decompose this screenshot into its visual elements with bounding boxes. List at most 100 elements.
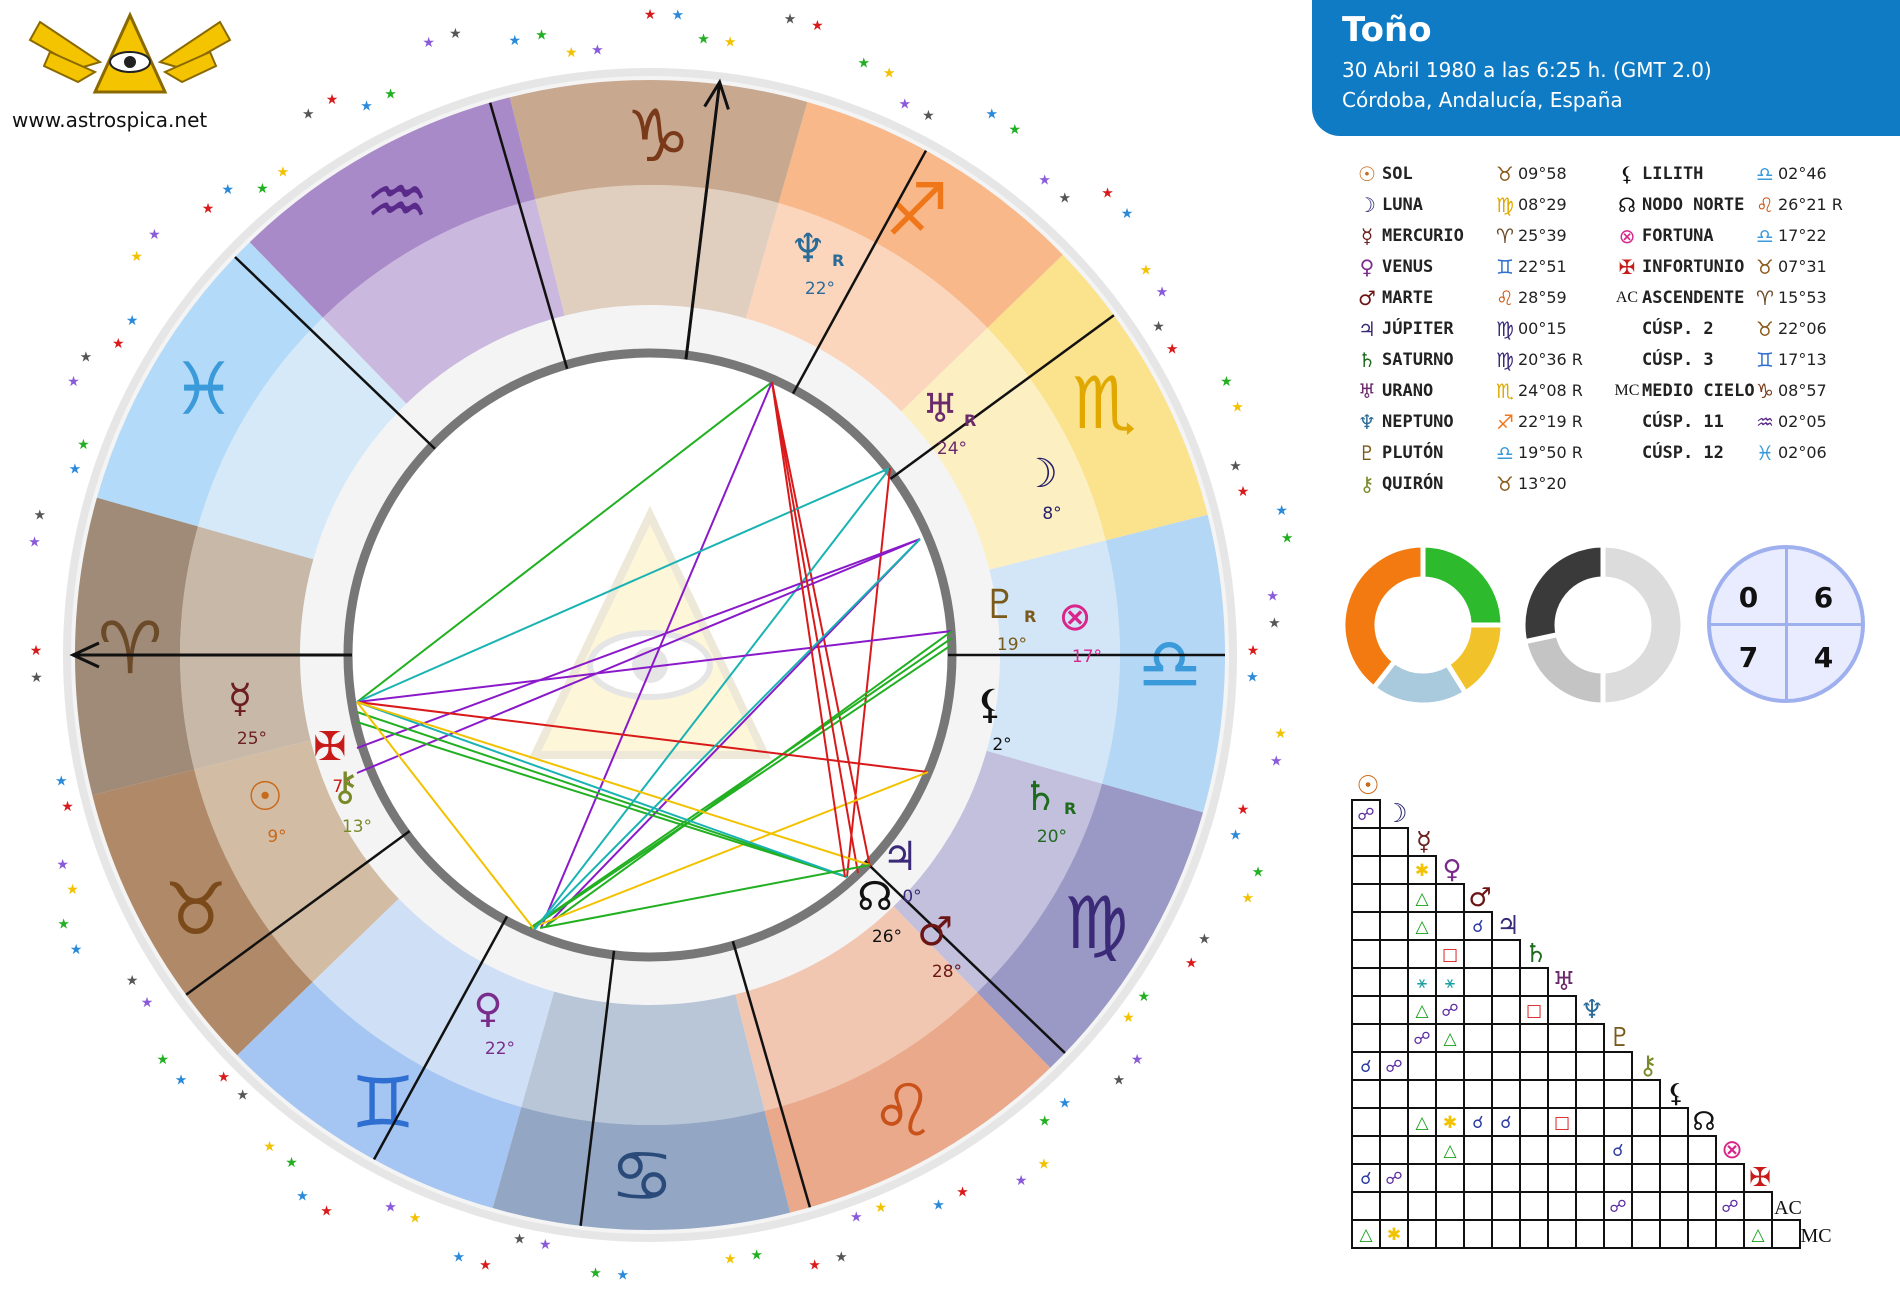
decorative-star-icon: ★ [508, 33, 521, 49]
quadrant-bottom-right: 4 [1813, 641, 1834, 674]
planet-name: URANO [1382, 380, 1434, 401]
aspect-grid-cell [1547, 995, 1577, 1025]
aspect-symbol-icon: △ [1415, 1113, 1429, 1133]
decorative-star-icon: ★ [1237, 802, 1250, 818]
aspect-grid-cell [1547, 1163, 1577, 1193]
planet-glyph-icon: ✠ [313, 724, 347, 770]
zodiac-sign-icon: ♍ [1496, 192, 1514, 217]
aspect-grid-planet-icon: ♆ [1580, 995, 1603, 1025]
aspect-grid-cell [1519, 967, 1549, 997]
planet-row: ♄SATURNO♍20°36 R [1352, 344, 1583, 375]
planet-degree: 02°06 [1778, 443, 1827, 462]
decorative-star-icon: ★ [1231, 400, 1244, 416]
aspect-grid-cell [1435, 1191, 1465, 1221]
aspect-line [356, 630, 953, 703]
decorative-star-icon: ★ [34, 508, 47, 524]
decorative-star-icon: ★ [28, 534, 41, 550]
planet-row: ♇PLUTÓN♎19°50 R [1352, 437, 1583, 468]
decorative-star-icon: ★ [384, 87, 397, 103]
decorative-star-icon: ★ [56, 857, 69, 873]
aspect-grid-cell [1491, 1051, 1521, 1081]
aspect-grid-cell [1659, 1107, 1689, 1137]
planet-degree: 19°50 R [1518, 443, 1583, 462]
planet-degree: 08°29 [1518, 195, 1567, 214]
decorative-star-icon: ★ [277, 165, 290, 181]
aspect-grid-cell [1407, 1191, 1437, 1221]
aspect-grid-cell [1603, 1079, 1633, 1109]
aspect-grid-cell [1435, 939, 1465, 969]
aspect-grid-cell [1491, 967, 1521, 997]
planet-degree-label: 20° [1037, 827, 1067, 847]
decorative-star-icon: ★ [202, 201, 215, 217]
aspect-grid-planet-icon: ☉ [1356, 771, 1379, 801]
modalities-donut-chart [1520, 542, 1686, 708]
aspect-grid-cell [1687, 1135, 1717, 1165]
planet-degree: 28°59 [1518, 288, 1567, 307]
zodiac-sign-icon: ♉ [1756, 254, 1774, 279]
zodiac-sign-icon: ♍ [1496, 347, 1514, 372]
aspect-grid-cell [1575, 1191, 1605, 1221]
decorative-star-icon: ★ [1229, 458, 1242, 474]
planet-degree: 22°06 [1778, 319, 1827, 338]
decorative-star-icon: ★ [30, 643, 43, 659]
aspect-grid-cell [1463, 1219, 1493, 1249]
aspect-grid-cell [1491, 939, 1521, 969]
decorative-star-icon: ★ [66, 882, 79, 898]
aspect-grid-cell [1575, 1079, 1605, 1109]
aspect-symbol-icon: □ [1554, 1113, 1570, 1133]
planet-name: CÚSP. 3 [1642, 349, 1714, 370]
planet-glyph-icon: ♄ [1358, 347, 1376, 372]
decorative-star-icon: ★ [883, 66, 896, 82]
planet-row: ♅URANO♏24°08 R [1352, 375, 1583, 406]
donut-segment [1340, 542, 1426, 692]
planet-degree: 22°51 [1518, 257, 1567, 276]
wheel-planet: ☉9° [247, 774, 287, 847]
aspect-grid-cell [1463, 1023, 1493, 1053]
zodiac-sector: ♏ [901, 254, 1208, 570]
zodiac-sign-icon: ♈ [1756, 285, 1774, 310]
aspect-grid-cell [1379, 995, 1409, 1025]
planet-glyph-icon: ⚸ [975, 682, 1004, 728]
decorative-star-icon: ★ [126, 313, 139, 329]
point-row: CÚSP. 12♓02°06 [1612, 437, 1843, 468]
planet-degree: 25°39 [1518, 226, 1567, 245]
planet-glyph-icon: ♃ [882, 834, 918, 880]
decorative-star-icon: ★ [1101, 186, 1114, 202]
aspect-grid-cell [1575, 1219, 1605, 1249]
aspect-grid-cell [1407, 1079, 1437, 1109]
aspect-grid-cell [1519, 1163, 1549, 1193]
aspect-grid-cell [1519, 1135, 1549, 1165]
aspect-grid-cell [1435, 1219, 1465, 1249]
point-row: CÚSP. 11♒02°05 [1612, 406, 1843, 437]
decorative-star-icon: ★ [1009, 122, 1022, 138]
point-row: CÚSP. 3♊17°13 [1612, 344, 1843, 375]
zodiac-sign-icon: ♎ [1138, 622, 1203, 706]
site-url[interactable]: www.astrospica.net [12, 108, 208, 132]
decorative-star-icon: ★ [1166, 342, 1179, 358]
aspect-grid-cell [1351, 1191, 1381, 1221]
aspect-grid-planet-icon: ☿ [1416, 827, 1432, 857]
aspect-symbol-icon: △ [1415, 917, 1429, 937]
zodiac-sign-icon: ♉ [1496, 161, 1514, 186]
house-cusp-line [579, 950, 616, 1226]
planet-glyph-icon: ☊ [1618, 192, 1636, 217]
zodiac-sign-icon: ♑ [1756, 378, 1774, 403]
planet-positions-left: ☉SOL♉09°58☽LUNA♍08°29☿MERCURIO♈25°39♀VEN… [1352, 158, 1583, 499]
aspect-grid-cell [1659, 1163, 1689, 1193]
aspect-line [771, 381, 859, 874]
donut-segment [1520, 542, 1606, 645]
wheel-planet: ♇R19° [982, 582, 1036, 655]
aspect-grid-cell [1463, 995, 1493, 1025]
decorative-star-icon: ★ [1247, 643, 1260, 659]
angle-arrow-icon [69, 641, 100, 669]
quadrant-bottom-left: 7 [1738, 641, 1759, 674]
aspect-grid-cell [1351, 1107, 1381, 1137]
winged-eye-pyramid-logo [28, 11, 232, 94]
aspect-grid-cell [1351, 855, 1381, 885]
planet-name: MERCURIO [1382, 225, 1464, 246]
planet-name: LILITH [1642, 163, 1704, 184]
zodiac-sector: ♋ [492, 991, 791, 1231]
decorative-star-icon: ★ [130, 249, 143, 265]
aspect-grid-planet-icon: ♅ [1552, 967, 1575, 997]
decorative-star-icon: ★ [985, 107, 998, 123]
